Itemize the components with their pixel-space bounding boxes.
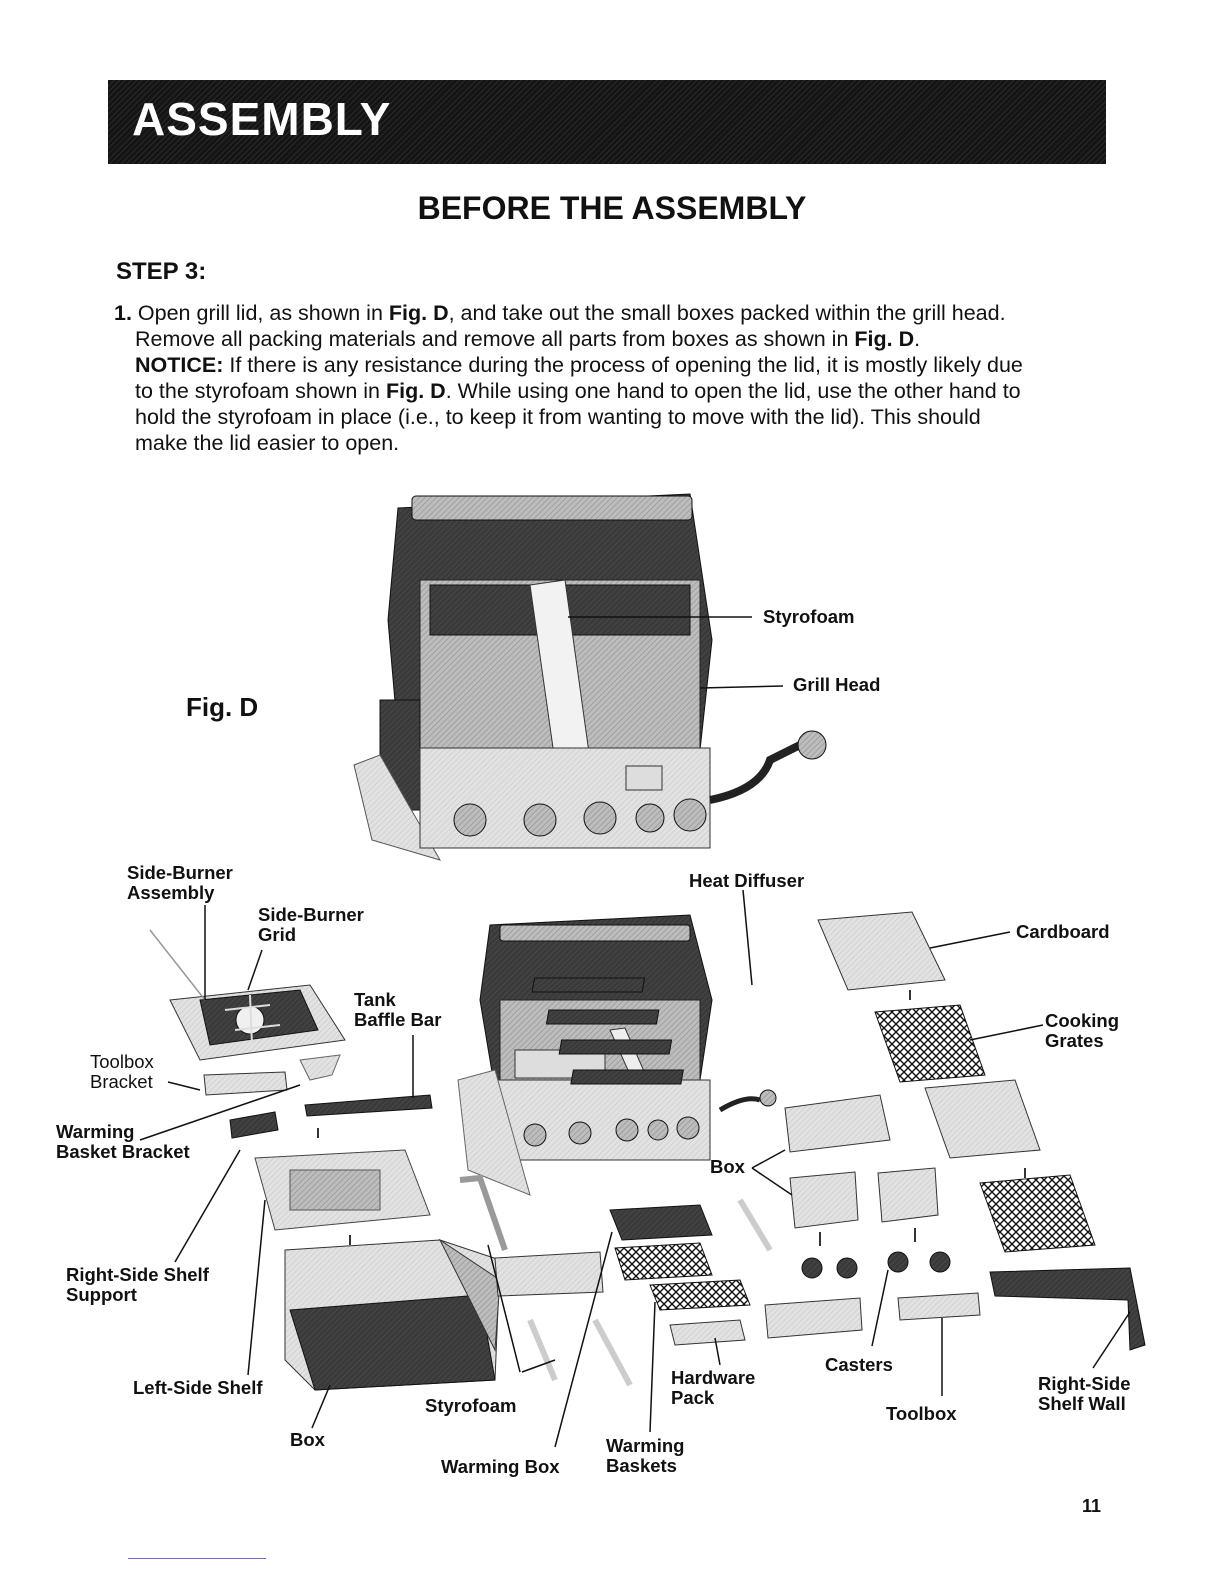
cardboard-part [817,911,946,991]
text-run: to the styrofoam shown in [135,379,386,403]
instruction-line-3: NOTICE: If there is any resistance durin… [114,352,1114,378]
instruction-number: 1. [114,301,132,325]
fig-ref: Fig. D [388,301,449,325]
warming-box-part [609,1204,713,1241]
footer-rule [128,1558,266,1559]
fig-ref: Fig. D [385,379,446,403]
instruction-line-5: hold the styrofoam in place (i.e., to ke… [135,405,981,429]
text-run: . While using one hand to open the lid, … [445,379,1021,403]
callout-text: Casters [825,1354,893,1375]
callout-styrofoam-top: Styrofoam [763,607,855,627]
callout-text: Warming [56,1121,135,1142]
instruction-line-2: Remove all packing materials and remove … [114,326,1114,352]
callout-text: Box [290,1429,325,1450]
instruction-line-6: make the lid easier to open. [135,431,400,455]
text-run: Remove all packing materials and remove … [135,327,855,351]
callout-text: Grill Head [793,674,881,695]
callout-text: Pack [671,1387,715,1408]
callout-text: Cardboard [1016,921,1110,942]
callout-cardboard: Cardboard [1016,922,1110,942]
callout-text: Assembly [127,882,215,903]
hardware-pack-part [669,1319,746,1346]
warming-bracket-part [229,1111,279,1139]
cooking-grate-part [874,1004,986,1083]
callout-text: Right-Side Shelf [66,1264,209,1285]
text-run: If there is any resistance during the pr… [223,353,1023,377]
callout-casters: Casters [825,1355,893,1375]
callout-text: Shelf Wall [1038,1393,1126,1414]
callout-text: Box [710,1156,745,1177]
callout-text: Styrofoam [425,1395,517,1416]
instruction-text: 1. Open grill lid, as shown in Fig. D, a… [114,300,1114,456]
text-run: . [914,327,921,351]
callout-text: Grates [1045,1030,1104,1051]
page-number: 11 [1082,1496,1102,1516]
callout-box-middle: Box [710,1157,745,1177]
instruction-line-4: to the styrofoam shown in Fig. D. While … [114,378,1114,404]
shelf-wall-part [989,1267,1146,1351]
figure-label: Fig. D [186,692,259,722]
text-run: , and take out the small boxes packed wi… [448,301,1006,325]
callout-text: Grid [258,924,297,945]
fig-ref: Fig. D [854,327,915,351]
callout-text: Warming [606,1435,685,1456]
grill-top-illustration [353,493,827,861]
callout-text: Toolbox [90,1051,154,1072]
section-banner: ASSEMBLY [108,80,1106,164]
instruction-line-1: 1. Open grill lid, as shown in Fig. D, a… [114,300,1114,326]
callout-left-side-shelf: Left-Side Shelf [133,1378,263,1398]
banner-title: ASSEMBLY [132,93,392,145]
callout-text: Heat Diffuser [689,870,805,891]
callout-heat-diffuser: Heat Diffuser [689,871,804,891]
callout-warming-box: Warming Box [441,1457,560,1477]
callout-grill-head: Grill Head [793,675,880,695]
callout-styrofoam-bottom: Styrofoam [425,1396,517,1416]
page-heading: BEFORE THE ASSEMBLY [417,190,807,226]
heat-diffuser-part [531,977,684,1085]
callout-text: Hardware [671,1367,756,1388]
box-middle-part [784,1094,891,1153]
callout-box-bottom: Box [290,1430,325,1450]
callout-text: Warming Box [441,1456,560,1477]
text-run: Open grill lid, as shown in [137,301,389,325]
callout-text: Cooking [1045,1010,1119,1031]
callout-text: Side-Burner [258,904,364,925]
left-side-box-part [284,1238,501,1391]
callout-text: Support [66,1284,137,1305]
callout-text: Bracket [90,1071,153,1092]
callout-text: Basket Bracket [56,1141,190,1162]
grill-middle-illustration [457,914,777,1196]
callout-toolbox: Toolbox [886,1404,957,1424]
side-burner-illustration [149,929,346,1061]
callout-text: Styrofoam [763,606,855,627]
callout-text: Left-Side Shelf [133,1377,263,1398]
baffle-bar-part [304,1094,433,1117]
callout-text: Tank [354,989,396,1010]
notice-label: NOTICE: [135,353,224,377]
callout-text: Baskets [606,1455,677,1476]
callout-text: Baffle Bar [354,1009,442,1030]
callout-text: Right-Side [1038,1373,1131,1394]
caster-part [801,1257,823,1279]
warming-basket-part [614,1242,713,1281]
callout-text: Side-Burner [127,862,233,883]
step-label: STEP 3: [116,258,207,285]
callout-text: Toolbox [886,1403,957,1424]
toolbox-bracket-part [203,1071,288,1096]
toolbox-part [764,1297,863,1339]
